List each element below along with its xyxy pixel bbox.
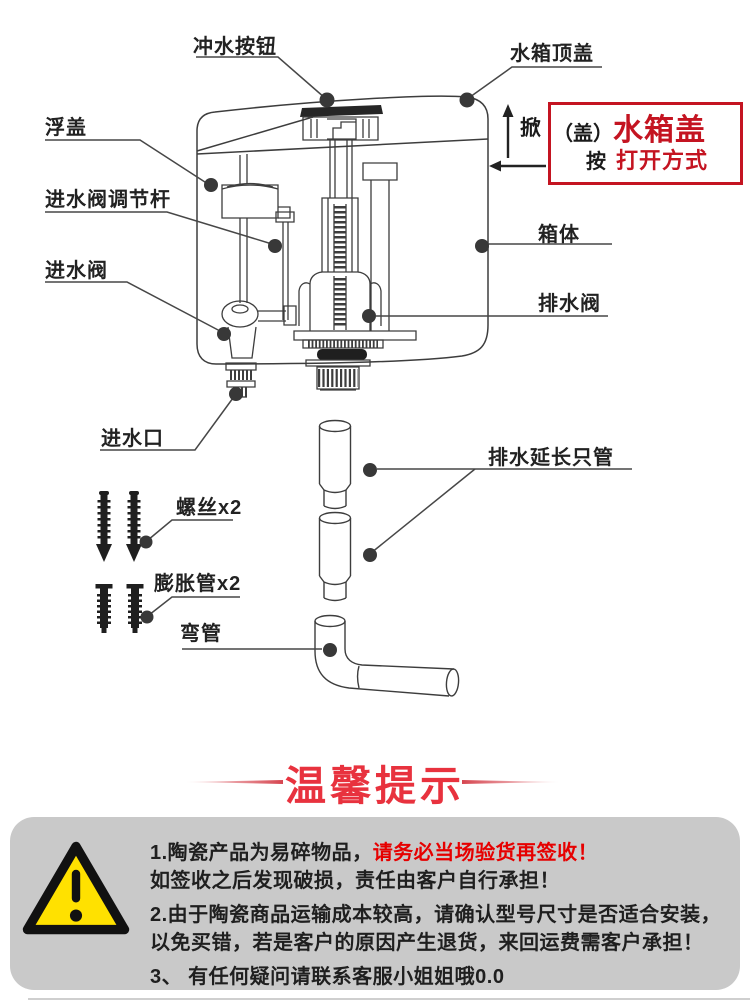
label-flush-button: 冲水按钮	[193, 36, 277, 58]
flush-button-drawing	[300, 105, 383, 141]
label-inlet-valve: 进水阀	[45, 260, 108, 282]
open-method-label: 打开方式	[616, 147, 709, 173]
lift-label: 掀	[520, 117, 541, 140]
press-label: 按	[586, 150, 606, 173]
overflow-pipe-drawing	[362, 162, 398, 331]
bottom-divider	[28, 998, 750, 1000]
extension-pipes-drawing	[318, 419, 352, 602]
arrow-up-icon	[502, 104, 514, 158]
tank-cover-label: 水箱盖	[613, 113, 706, 147]
label-drain-extension: 排水延长只管	[488, 447, 614, 469]
callout-lines	[45, 56, 632, 650]
expansion-anchors-drawing	[95, 584, 144, 633]
tank-outline	[196, 95, 489, 365]
bent-pipe-drawing	[314, 614, 460, 697]
label-drain-valve: 排水阀	[538, 293, 601, 315]
warning-triangle-icon	[20, 839, 132, 937]
tips-line-5: 3、 有任何疑问请联系客服小姐姐哦0.0	[150, 966, 505, 988]
label-screws: 螺丝x2	[176, 497, 243, 519]
tips-line-3: 2.由于陶瓷商品运输成本较高，请确认型号尺寸是否适合安装，	[150, 904, 722, 926]
fill-valve-drawing	[221, 154, 297, 398]
open-method-box: （盖） 水箱盖 按 打开方式	[548, 102, 743, 185]
open-method-row-2: 按 打开方式	[586, 147, 738, 173]
open-method-row-1: （盖） 水箱盖	[553, 114, 738, 147]
tips-line-1: 1.陶瓷产品为易碎物品，请务必当场验货再签收！	[150, 842, 599, 864]
callout-dots	[139, 92, 489, 657]
toilet-tank-diagram	[45, 56, 632, 697]
label-inlet-port: 进水口	[101, 428, 164, 450]
tips-text-block: 1.陶瓷产品为易碎物品，请务必当场验货再签收！ 如签收之后发现破损，责任由客户自…	[150, 839, 736, 991]
label-inlet-valve-rod: 进水阀调节杆	[45, 189, 171, 211]
label-tank-top-cover: 水箱顶盖	[510, 43, 594, 65]
title-decoration-left	[186, 780, 283, 784]
label-float-cover: 浮盖	[45, 117, 87, 139]
label-bent-pipe: 弯管	[180, 623, 222, 645]
tips-panel	[10, 817, 740, 990]
tips-line-4: 以免买错，若是客户的原因产生退货，来回运费需客户承担！	[150, 932, 704, 954]
drain-valve-drawing	[293, 140, 417, 391]
tips-title: 温馨提示	[285, 763, 465, 809]
tips-line-1-highlight: 请务必当场验货再签收！	[372, 842, 599, 864]
label-tank-body: 箱体	[538, 224, 580, 246]
title-decoration-right	[462, 780, 559, 784]
cover-label: （盖）	[553, 122, 613, 145]
arrow-left-icon	[489, 160, 546, 172]
tips-line-2: 如签收之后发现破损，责任由客户自行承担！	[150, 870, 560, 892]
label-expansion-tubes: 膨胀管x2	[154, 573, 242, 595]
screws-drawing	[96, 491, 142, 562]
